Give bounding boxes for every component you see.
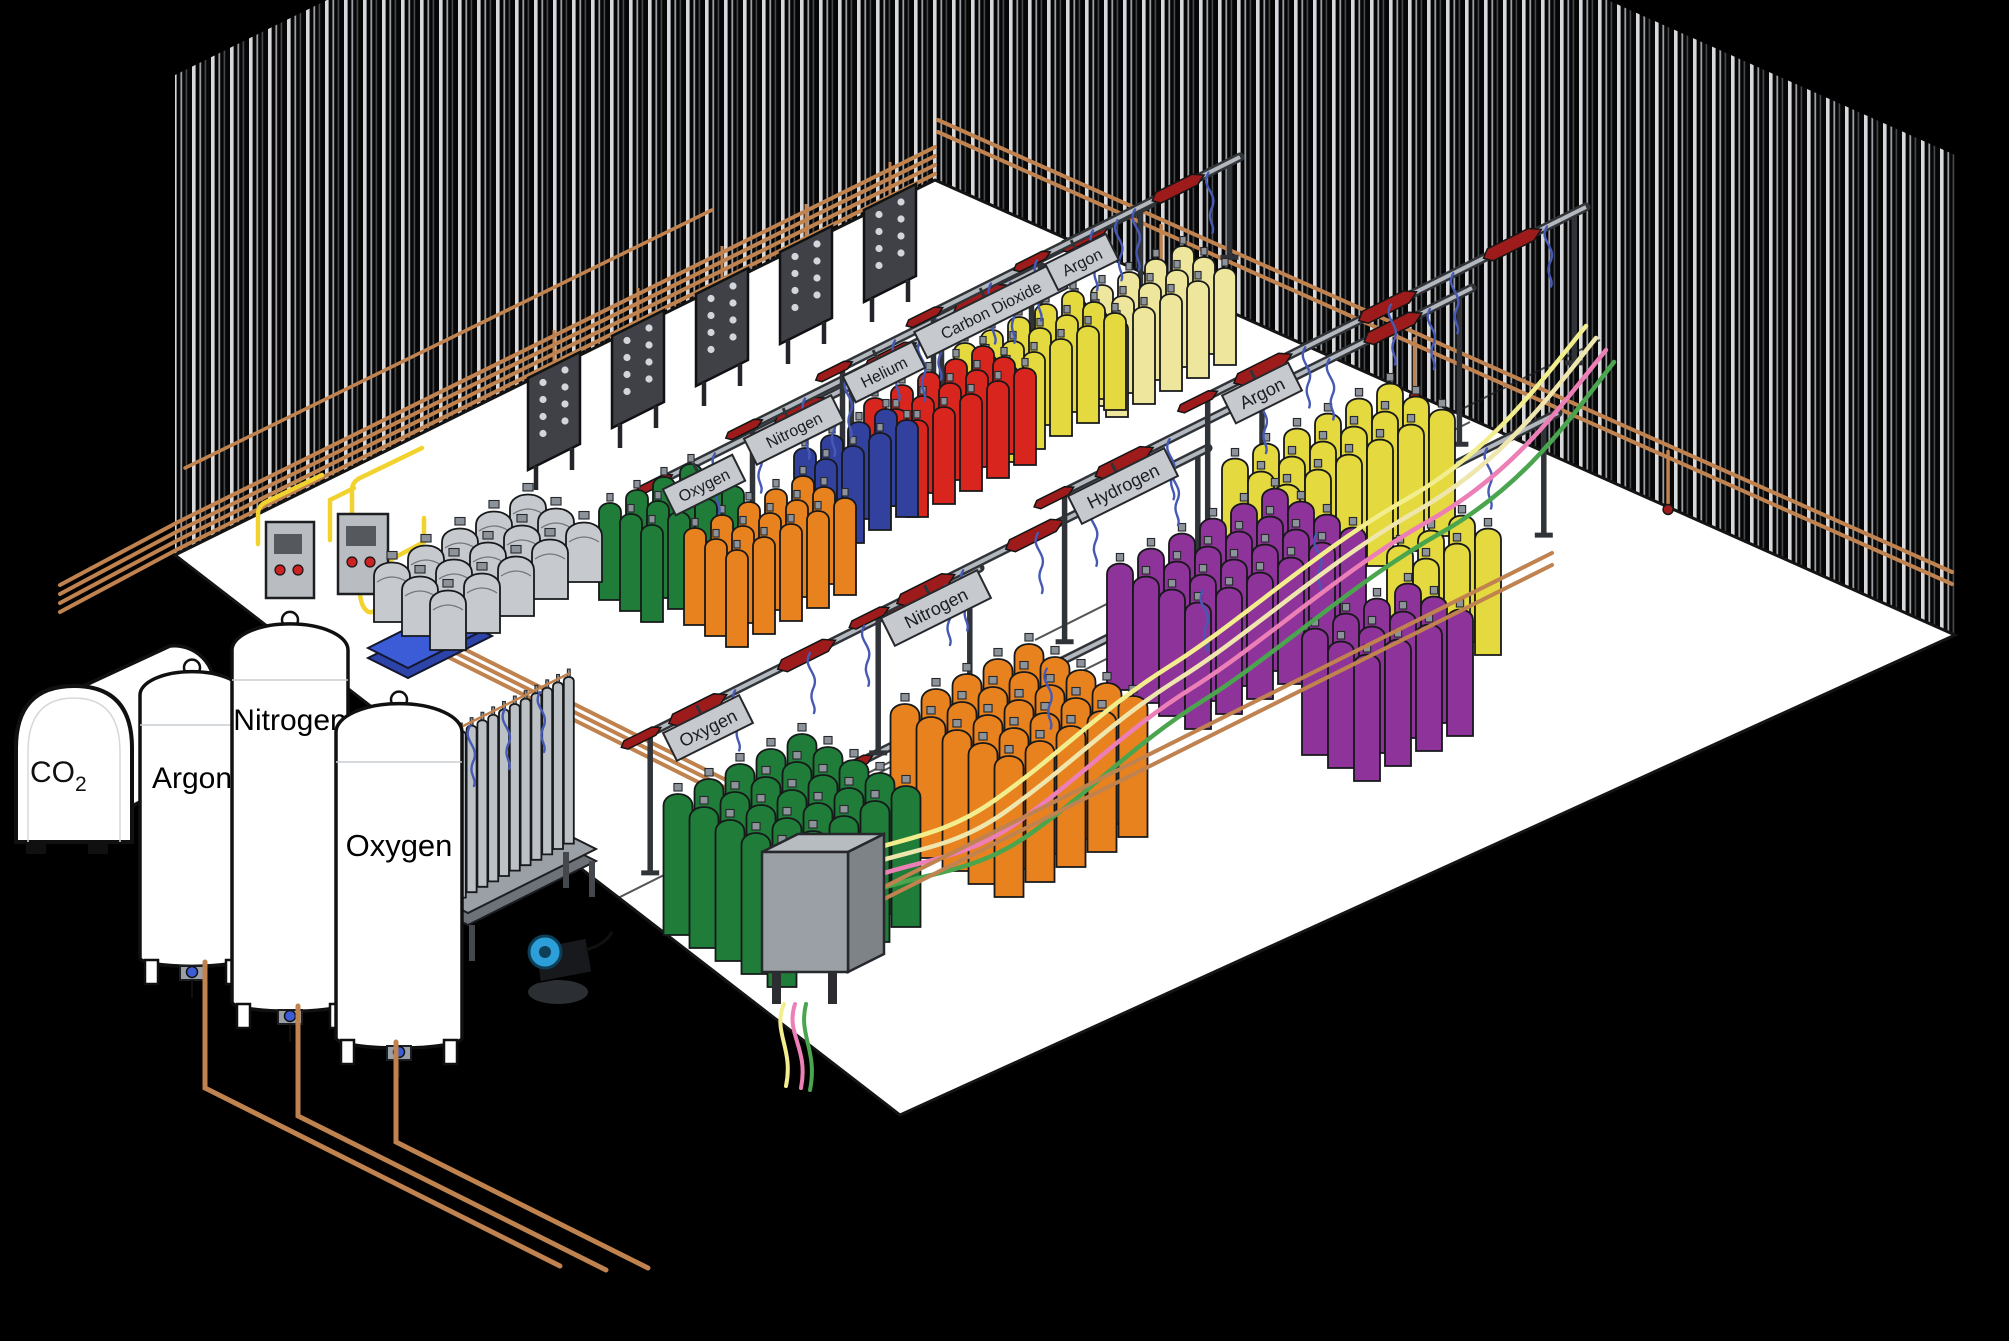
- tank-label: Nitrogen: [233, 704, 346, 737]
- fill-hose: [843, 376, 853, 439]
- fill-hose: [466, 724, 476, 788]
- copper-piping: [58, 118, 1954, 614]
- wall-manifold-panel: [862, 162, 918, 322]
- storage-tank-argon: Argon: [138, 658, 246, 998]
- service-line-cream: [807, 335, 1599, 896]
- tank-label: Oxygen: [346, 828, 453, 863]
- co2-tank-label: CO2: [30, 756, 87, 796]
- red-manifold-header: [1482, 227, 1543, 262]
- left-equipment: [365, 482, 603, 680]
- red-manifold-header: [724, 418, 764, 441]
- red-manifold-header: [1357, 290, 1418, 324]
- red-manifold-header: [1004, 518, 1065, 553]
- tank-piping: [202, 959, 651, 1273]
- red-manifold-header: [1151, 173, 1206, 204]
- left-wall: [175, 0, 935, 555]
- right-wall: [935, 0, 1955, 635]
- fill-hose: [917, 339, 927, 402]
- vacuum-pump: [527, 931, 614, 1004]
- fill-hose: [1131, 208, 1141, 271]
- service-line-green: [819, 359, 1617, 918]
- fill-hose: [1205, 171, 1215, 234]
- service-line-yellow: [801, 323, 1589, 885]
- red-manifold-header: [1012, 250, 1052, 273]
- wall-manifold-panel: [694, 246, 750, 406]
- red-manifold-header: [620, 726, 663, 750]
- fill-hose: [1034, 531, 1044, 595]
- control-panel: [255, 472, 357, 600]
- fill-hose: [1325, 358, 1336, 421]
- wall-control-panels: [255, 445, 427, 615]
- storage-tank-nitrogen: Nitrogen: [230, 610, 350, 1042]
- fill-hose: [1301, 346, 1312, 409]
- wall-manifold-panel: [526, 330, 582, 490]
- wall-manifold-panel: [778, 204, 834, 364]
- service-line-pink: [813, 347, 1609, 907]
- service-lines: [801, 323, 1617, 918]
- fill-hose: [1199, 589, 1209, 652]
- red-manifold-header: [1363, 311, 1424, 346]
- fill-hose: [1387, 303, 1397, 366]
- fill-hose: [806, 651, 816, 715]
- fill-hose: [501, 707, 511, 771]
- front-copper-run: [846, 551, 1554, 919]
- red-manifold-header: [1176, 389, 1219, 414]
- fill-hose: [860, 624, 871, 687]
- red-manifold-header: [776, 638, 837, 673]
- control-panel: [336, 445, 427, 615]
- red-manifold-header: [905, 306, 945, 329]
- red-manifold-header: [814, 360, 854, 383]
- fill-hose: [1114, 219, 1124, 282]
- control-cabinet: [760, 831, 886, 1092]
- cylinder-group-gray-pack: [373, 482, 603, 651]
- wall-manifold-panels: [526, 162, 918, 490]
- cylinder-group-nitrogen-back: [683, 465, 857, 648]
- wall-manifold-panel: [610, 288, 666, 448]
- fill-hose: [1426, 307, 1436, 371]
- tank-label: Argon: [152, 762, 232, 795]
- fill-hose: [1543, 225, 1553, 288]
- red-manifold-header: [848, 606, 891, 630]
- fill-hose: [1313, 532, 1323, 595]
- cylinder-group-hydrogen-right: [1301, 572, 1474, 782]
- gas-sign: Nitrogen: [742, 393, 846, 467]
- fill-hose: [1043, 667, 1053, 730]
- storage-tank-oxygen: Oxygen: [334, 690, 464, 1078]
- fill-hose: [1449, 272, 1460, 335]
- fill-hose: [536, 690, 546, 754]
